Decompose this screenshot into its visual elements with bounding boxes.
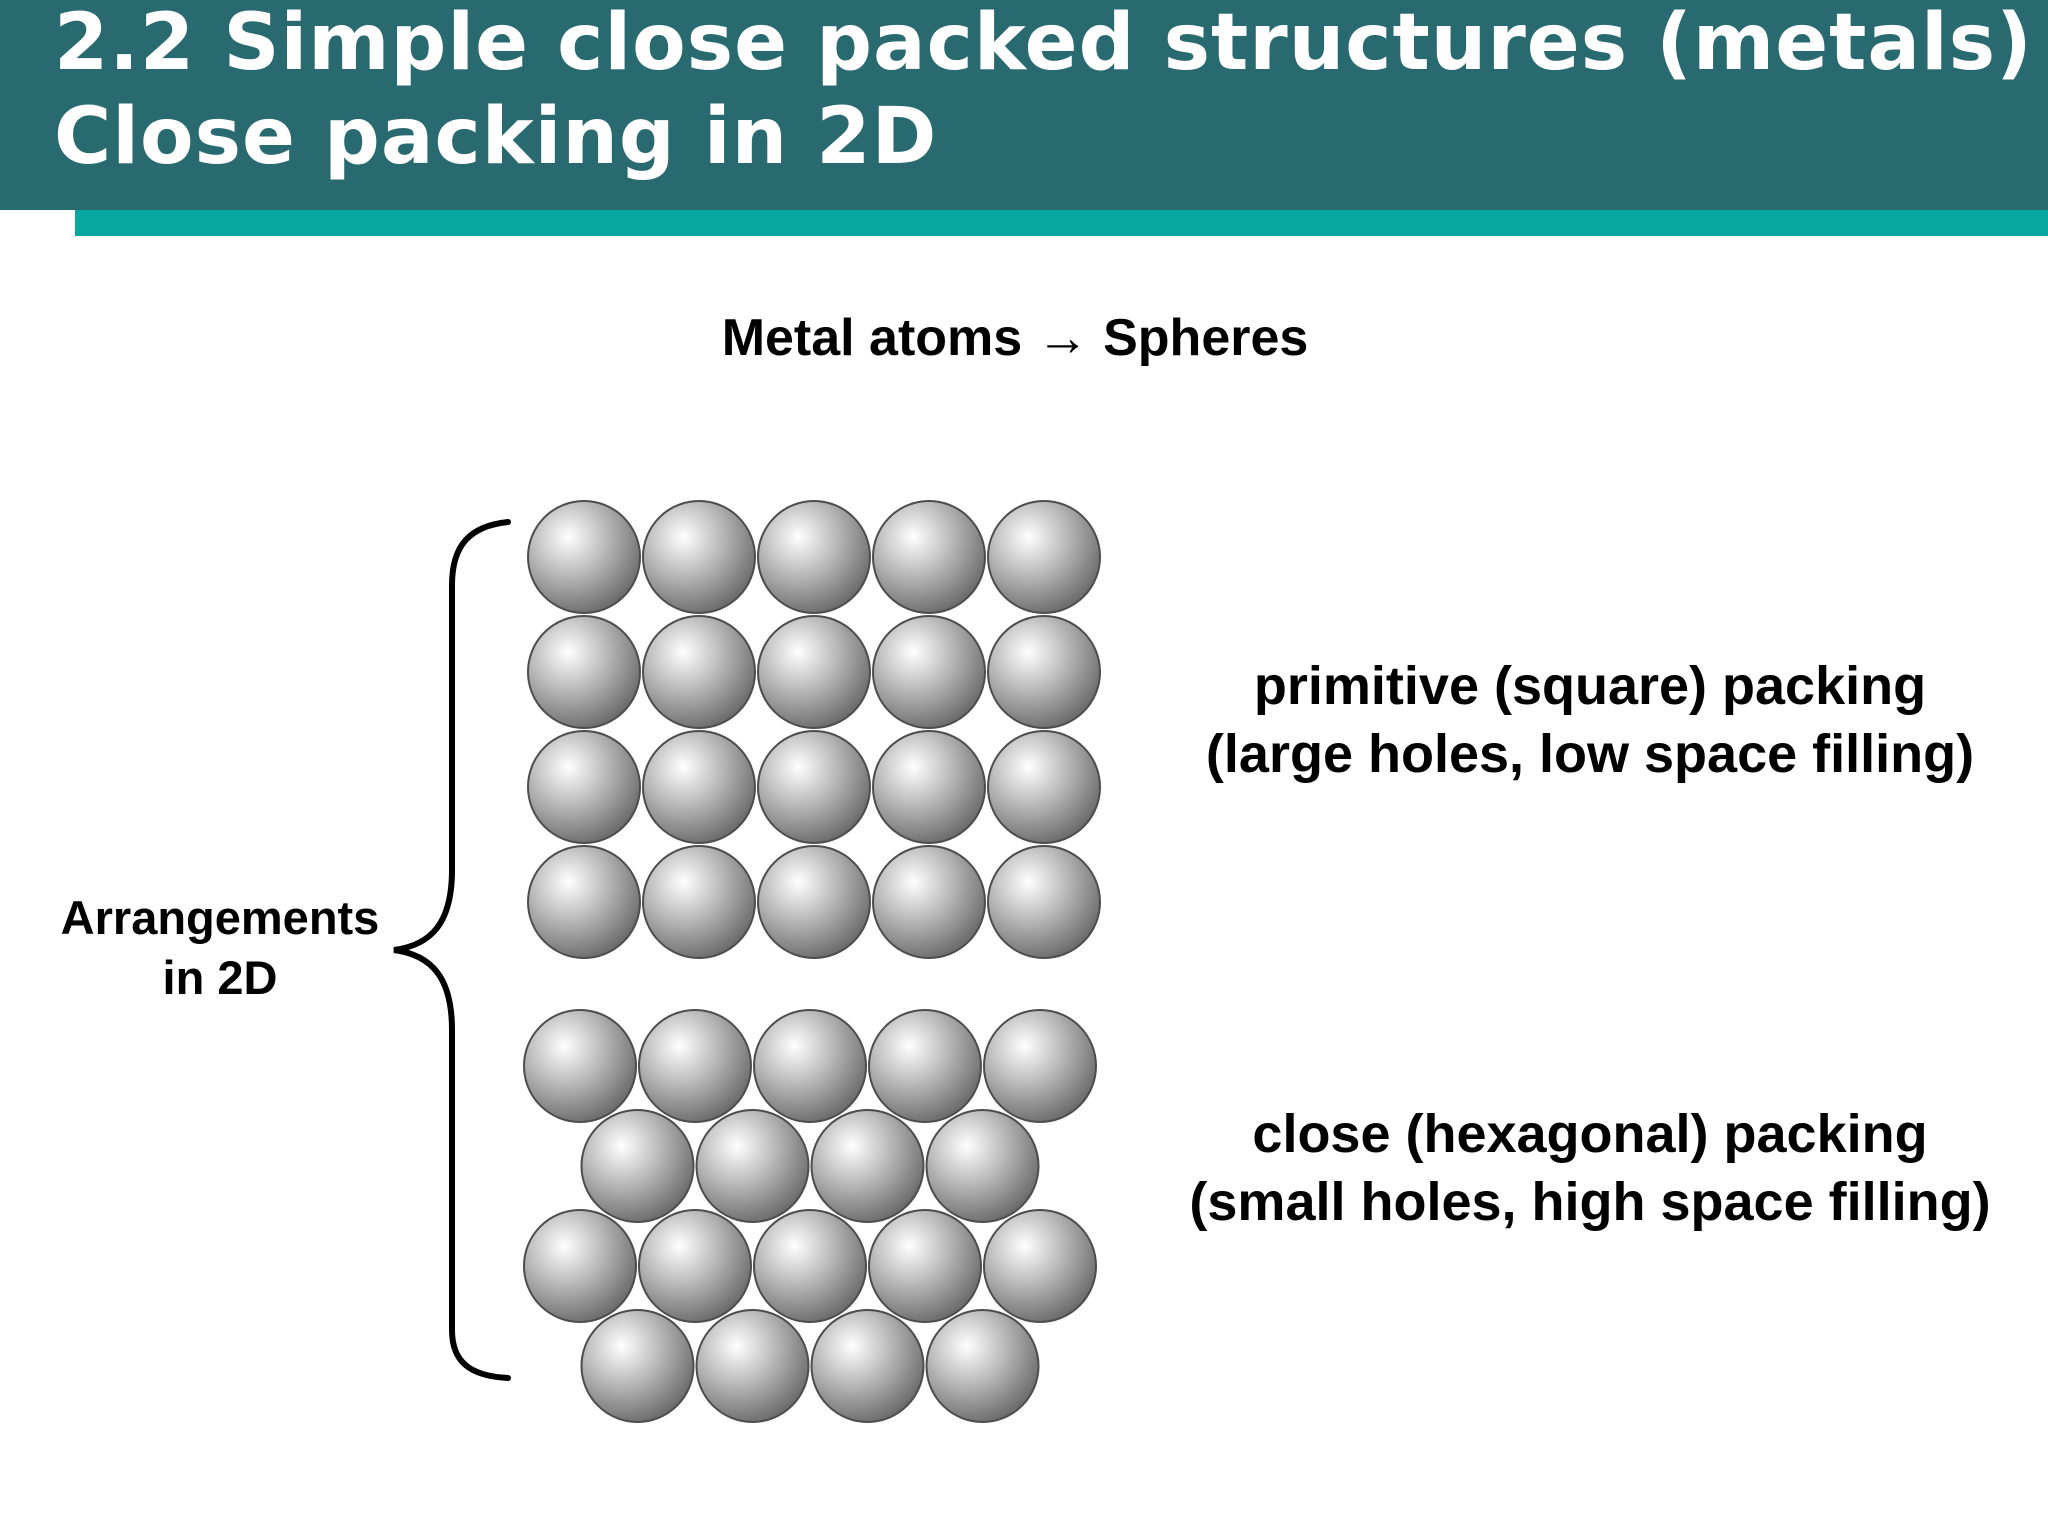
sphere-icon [527,730,641,844]
sphere-icon [523,1209,637,1323]
sphere-icon [757,615,871,729]
sphere-icon [580,1109,695,1223]
sphere-icon [642,615,756,729]
title-accent-bar [75,210,2048,236]
arrangements-label: Arrangements in 2D [20,888,420,1008]
sphere-icon [872,845,986,959]
square-packing-label: primitive (square) packing (large holes,… [1150,652,2030,788]
metal-atoms-caption: Metal atoms → Spheres [721,309,1309,367]
sphere-icon [638,1009,752,1123]
sphere-icon [925,1109,1040,1223]
slide-subtitle-heading: Close packing in 2D [54,92,938,182]
curly-brace-icon [393,519,511,1381]
sphere-icon [695,1109,810,1223]
title-bar: 2.2 Simple close packed structures (meta… [0,0,2048,210]
sphere-icon [527,845,641,959]
sphere-icon [810,1109,925,1223]
sphere-icon [810,1309,925,1423]
sphere-icon [987,845,1101,959]
sphere-icon [872,730,986,844]
sphere-icon [753,1209,867,1323]
sphere-icon [983,1009,1097,1123]
sphere-icon [987,500,1101,614]
sphere-icon [642,845,756,959]
square-packing-lattice [527,500,1101,959]
arrangements-label-line-2: in 2D [162,951,278,1004]
sphere-icon [872,500,986,614]
sphere-icon [638,1209,752,1323]
square-packing-title: primitive (square) packing [1253,656,1927,716]
sphere-icon [868,1009,982,1123]
sphere-icon [757,500,871,614]
sphere-icon [868,1209,982,1323]
sphere-icon [523,1009,637,1123]
sphere-icon [987,730,1101,844]
sphere-icon [527,615,641,729]
sphere-icon [580,1309,695,1423]
sphere-icon [757,730,871,844]
sphere-icon [642,500,756,614]
sphere-icon [695,1309,810,1423]
hexagonal-packing-lattice [523,1009,1097,1423]
sphere-icon [987,615,1101,729]
sphere-icon [757,845,871,959]
sphere-icon [642,730,756,844]
sphere-icon [527,500,641,614]
hexagonal-packing-description: (small holes, high space filling) [1189,1172,1991,1232]
sphere-icon [983,1209,1097,1323]
square-packing-description: (large holes, low space filling) [1205,724,1975,784]
hexagonal-packing-title: close (hexagonal) packing [1252,1104,1928,1164]
arrangements-label-line-1: Arrangements [60,891,380,944]
sphere-icon [753,1009,867,1123]
hexagonal-packing-label: close (hexagonal) packing (small holes, … [1150,1100,2030,1236]
slide-title: 2.2 Simple close packed structures (meta… [54,0,2033,88]
sphere-icon [925,1309,1040,1423]
sphere-icon [872,615,986,729]
